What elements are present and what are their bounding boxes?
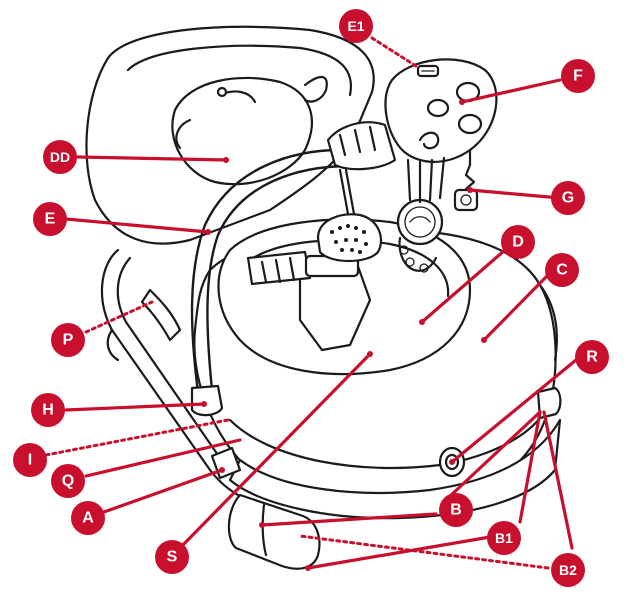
badge-label: G <box>562 190 574 207</box>
leader-A <box>102 468 224 514</box>
badge-label: I <box>28 452 32 469</box>
leader-B1-a <box>260 512 438 527</box>
badge-S: S <box>155 540 189 574</box>
badge-label: F <box>573 68 583 85</box>
badge-B: B <box>439 493 473 527</box>
headrest-cushion <box>171 76 313 186</box>
badge-label: A <box>82 510 94 527</box>
leader-B2-b <box>306 534 498 570</box>
badge-label: H <box>42 402 54 419</box>
badge-C: C <box>545 253 579 287</box>
badge-label: B2 <box>559 562 577 578</box>
leader-B1-b <box>518 410 542 524</box>
badge-label: Q <box>62 473 74 490</box>
badge-label: D <box>512 234 524 251</box>
leader-B <box>446 410 542 500</box>
callout-leaders <box>44 36 578 571</box>
leader-E <box>64 217 210 234</box>
leader-B2-c <box>542 410 574 550</box>
badge-label: E1 <box>347 18 364 34</box>
base-frame <box>228 418 562 520</box>
badge-P: P <box>51 323 85 357</box>
badge-label: S <box>167 549 178 566</box>
badge-A: A <box>71 501 105 535</box>
badge-label: P <box>63 332 74 349</box>
badge-H: H <box>31 393 65 427</box>
hanging-toy <box>453 188 479 212</box>
badge-D: D <box>501 225 535 259</box>
badge-G: G <box>551 181 585 215</box>
badge-B1: B1 <box>487 521 521 555</box>
leader-C <box>482 273 550 342</box>
rattle-toy <box>316 213 383 262</box>
badge-label: B1 <box>495 530 513 546</box>
leader-I <box>44 418 230 457</box>
side-lever <box>140 288 182 342</box>
leader-B2-a <box>298 534 550 570</box>
leader-G <box>468 188 562 200</box>
badge-label: E <box>45 211 56 228</box>
bouncer-illustration <box>85 25 562 570</box>
callout-badges: E1 F DD G E D C P R H I <box>13 9 609 587</box>
leader-H <box>64 402 206 412</box>
badge-R: R <box>575 340 609 374</box>
badge-DD: DD <box>43 140 77 174</box>
toy-bar <box>190 148 352 394</box>
leader-DD <box>76 155 228 162</box>
leader-R <box>450 358 578 464</box>
leader-F <box>460 78 562 104</box>
badge-F: F <box>561 59 595 93</box>
badge-Q: Q <box>51 464 85 498</box>
badge-I: I <box>13 443 47 477</box>
leader-P <box>84 300 154 334</box>
leader-Q <box>84 438 242 478</box>
toy-bar-clip <box>190 384 224 417</box>
badge-E: E <box>33 202 67 236</box>
badge-label: DD <box>50 149 70 165</box>
badge-label: R <box>586 349 598 366</box>
badge-E1: E1 <box>339 9 373 43</box>
badge-label: C <box>556 262 568 279</box>
badge-label: B <box>450 502 462 519</box>
leader-E1 <box>370 36 418 68</box>
leader-D <box>420 248 507 324</box>
badge-B2: B2 <box>551 553 585 587</box>
leader-S <box>178 352 372 550</box>
rear-foot-right <box>536 386 562 420</box>
